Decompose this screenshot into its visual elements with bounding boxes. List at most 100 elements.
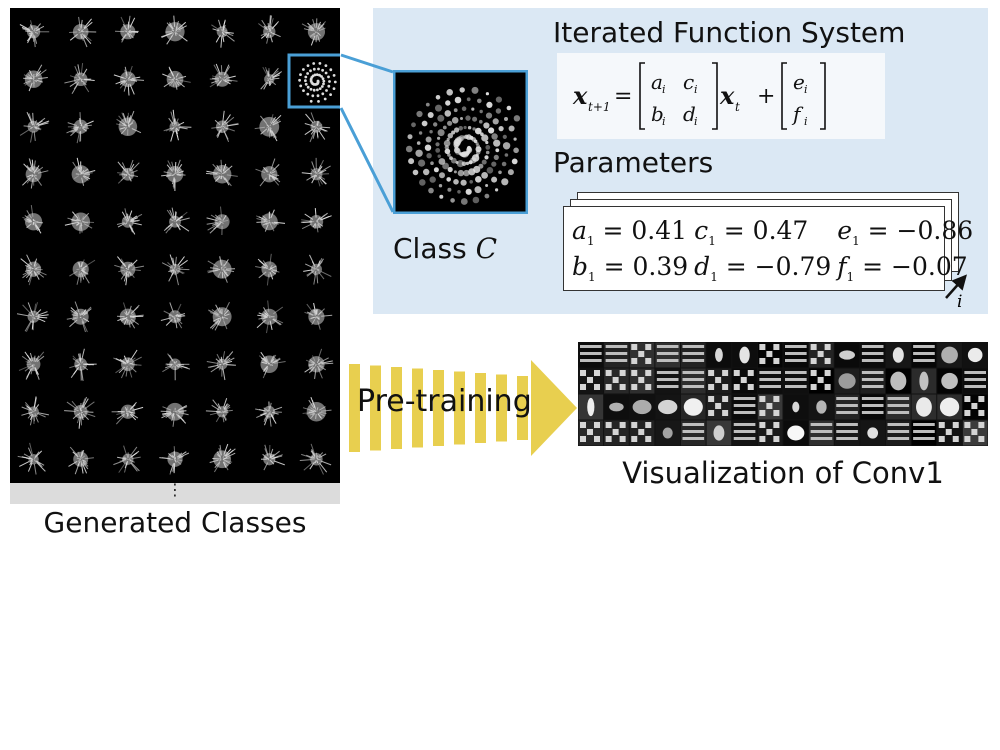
arrow-stripe: [496, 374, 507, 442]
spiral-dot: [456, 136, 463, 143]
spiral-dot: [435, 142, 440, 147]
spiral-dot: [465, 188, 472, 195]
conv-filter: [629, 368, 655, 394]
fractal-thumbnail: [16, 302, 49, 333]
spiral-dot: [504, 153, 509, 157]
fractal-thumbnail: [206, 206, 230, 236]
spiral-dot: [502, 142, 511, 150]
fractal-thumbnail: [114, 256, 145, 286]
eq-lhs-var: x: [572, 81, 588, 110]
spiral-dot: [479, 109, 483, 114]
conv-filter: [783, 342, 809, 368]
param-a1: a1 = 0.41: [572, 216, 688, 248]
spiral-dot: [443, 140, 451, 147]
spiral-dot: [475, 176, 482, 183]
spiral-dot: [442, 162, 449, 170]
fractal-thumbnail: [23, 64, 48, 92]
conv-filter: [809, 342, 834, 368]
spiral-dot: [498, 126, 504, 132]
conv-filter: [629, 420, 655, 446]
spiral-dot: [433, 167, 439, 173]
fractal-thumbnail: [302, 397, 332, 422]
svg-text:i: i: [694, 83, 698, 96]
svg-text:i: i: [694, 115, 698, 128]
fractal-thumbnail: [20, 254, 47, 286]
conv-filter: [681, 342, 706, 368]
spiral-dot: [463, 169, 470, 177]
conv-filter: [604, 368, 629, 394]
arrow-head: [531, 360, 577, 456]
spiral-dot: [502, 134, 507, 139]
spiral-dot: [454, 127, 460, 133]
arrow-stripe: [475, 373, 486, 443]
conv-filter: [604, 420, 629, 446]
conv-filter: [578, 420, 604, 446]
fractal-thumbnail: [22, 205, 44, 234]
ifs-equation: x t+1 = a i c i b i d i x t + e i f i: [557, 53, 885, 139]
conv-filter: [962, 342, 988, 368]
conv-filter: [732, 394, 757, 420]
eq-m11: d: [683, 102, 696, 126]
spiral-dot: [435, 148, 441, 153]
spiral-dot: [467, 126, 472, 130]
spiral-dot: [437, 114, 445, 122]
fractal-thumbnail: [117, 159, 140, 184]
fractal-thumbnail: [64, 211, 95, 234]
fractal-thumbnail: [22, 158, 49, 189]
spiral-dot: [472, 116, 478, 122]
arrow-stripe: [412, 368, 423, 448]
spiral-dot: [425, 102, 430, 107]
conv-filter: [911, 394, 937, 420]
fractal-thumbnail: [17, 442, 46, 475]
spiral-dot: [465, 115, 471, 121]
conv-filter: [783, 394, 809, 420]
spiral-dot: [506, 105, 512, 111]
arrow-stripe: [370, 365, 381, 451]
spiral-dot: [513, 115, 521, 122]
spiral-dot: [423, 168, 430, 176]
param-e1: e1 = −0.86: [837, 216, 974, 248]
spiral-dot: [459, 87, 465, 93]
spiral-dot: [437, 154, 441, 158]
spiral-dot: [429, 130, 433, 134]
fractal-thumbnail: [160, 402, 189, 427]
fractal-thumbnail: [258, 15, 281, 44]
spiral-dot: [447, 120, 453, 126]
arrow-stripe: [433, 370, 444, 446]
fractal-thumbnail: [162, 66, 191, 90]
conv-filter: [911, 368, 937, 394]
fractal-thumbnail: [304, 112, 331, 143]
spiral-dot: [427, 112, 434, 118]
spiral-dot: [475, 150, 481, 155]
spiral-dot: [447, 166, 453, 173]
conv-filter: [757, 394, 783, 420]
fractal-thumbnail: [209, 63, 238, 88]
fractal-thumbnail: [68, 446, 94, 475]
fractal-thumbnail: [256, 300, 284, 334]
spiral-dot: [445, 100, 451, 106]
spiral-dot: [471, 107, 475, 111]
conv-filter: [706, 342, 732, 368]
selected-class-thumbnail: [298, 62, 337, 103]
conv-filter: [757, 368, 783, 394]
spiral-dot: [444, 110, 452, 117]
spiral-dot: [447, 133, 453, 139]
spiral-dot: [495, 96, 502, 103]
spiral-dot: [405, 145, 413, 153]
spiral-dot: [439, 194, 444, 199]
conv-filter: [578, 394, 604, 420]
spiral-dot: [492, 118, 499, 125]
eq-off0: e: [793, 70, 805, 94]
spiral-dot: [444, 148, 451, 155]
spiral-dot: [485, 184, 489, 187]
conv-filter: [629, 342, 655, 368]
spiral-dot: [460, 117, 463, 120]
fractal-thumbnail: [66, 301, 92, 333]
conv-filter: [809, 368, 834, 394]
conv-filter: [937, 368, 962, 394]
ifs-title: Iterated Function System: [553, 16, 906, 49]
conv-filter: [757, 342, 783, 368]
spiral-dot: [407, 134, 413, 140]
